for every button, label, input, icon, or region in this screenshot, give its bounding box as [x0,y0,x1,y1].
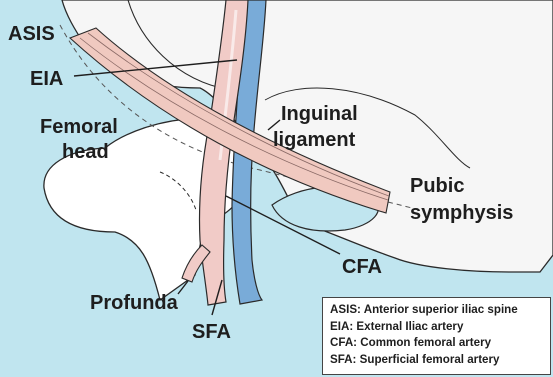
legend-item-asis: ASIS: Anterior superior iliac spine [330,302,550,319]
label-sfa: SFA [192,321,231,343]
label-inguinal-line1: Inguinal [281,103,358,125]
legend-item-sfa: SFA: Superficial femoral artery [330,352,550,369]
label-femoral-head-line2: head [62,141,109,163]
legend-item-eia: EIA: External Iliac artery [330,319,550,336]
label-pubic-line1: Pubic [410,175,464,197]
label-eia: EIA [30,68,63,90]
label-femoral-head-line1: Femoral [40,116,118,138]
legend-item-cfa: CFA: Common femoral artery [330,335,550,352]
label-inguinal-line2: ligament [273,129,356,151]
label-pubic-line2: symphysis [410,202,513,224]
label-asis: ASIS [8,23,55,45]
label-cfa: CFA [342,256,382,278]
label-profunda: Profunda [90,292,179,314]
abbreviation-legend: ASIS: Anterior superior iliac spine EIA:… [322,297,551,375]
